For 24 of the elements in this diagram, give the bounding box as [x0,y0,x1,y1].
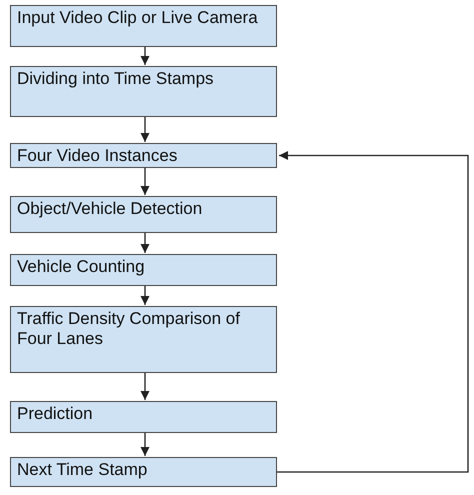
box-text: Dividing into Time Stamps [17,69,215,89]
process-box [10,457,277,487]
arrow [140,117,150,142]
box-text: Vehicle Counting [17,257,146,277]
arrow [140,47,150,65]
process-box [10,306,277,373]
box-text: Four Video Instances [17,146,178,166]
arrow [140,286,150,305]
process-box [10,196,277,233]
arrow [140,373,150,400]
process-box [10,5,277,47]
box-text: Next Time Stamp [17,460,148,480]
box-text: Traffic Density Comparison of Four Lanes [17,309,241,349]
arrow [140,433,150,456]
box-text: Prediction [17,404,94,424]
arrow [140,233,150,253]
process-box [10,254,277,286]
arrow [277,150,469,473]
box-text: Object/Vehicle Detection [17,199,204,219]
process-box [10,143,277,168]
process-box [10,401,277,433]
arrow [140,168,150,195]
box-text: Input Video Clip or Live Camera [17,8,259,28]
process-box [10,66,277,117]
